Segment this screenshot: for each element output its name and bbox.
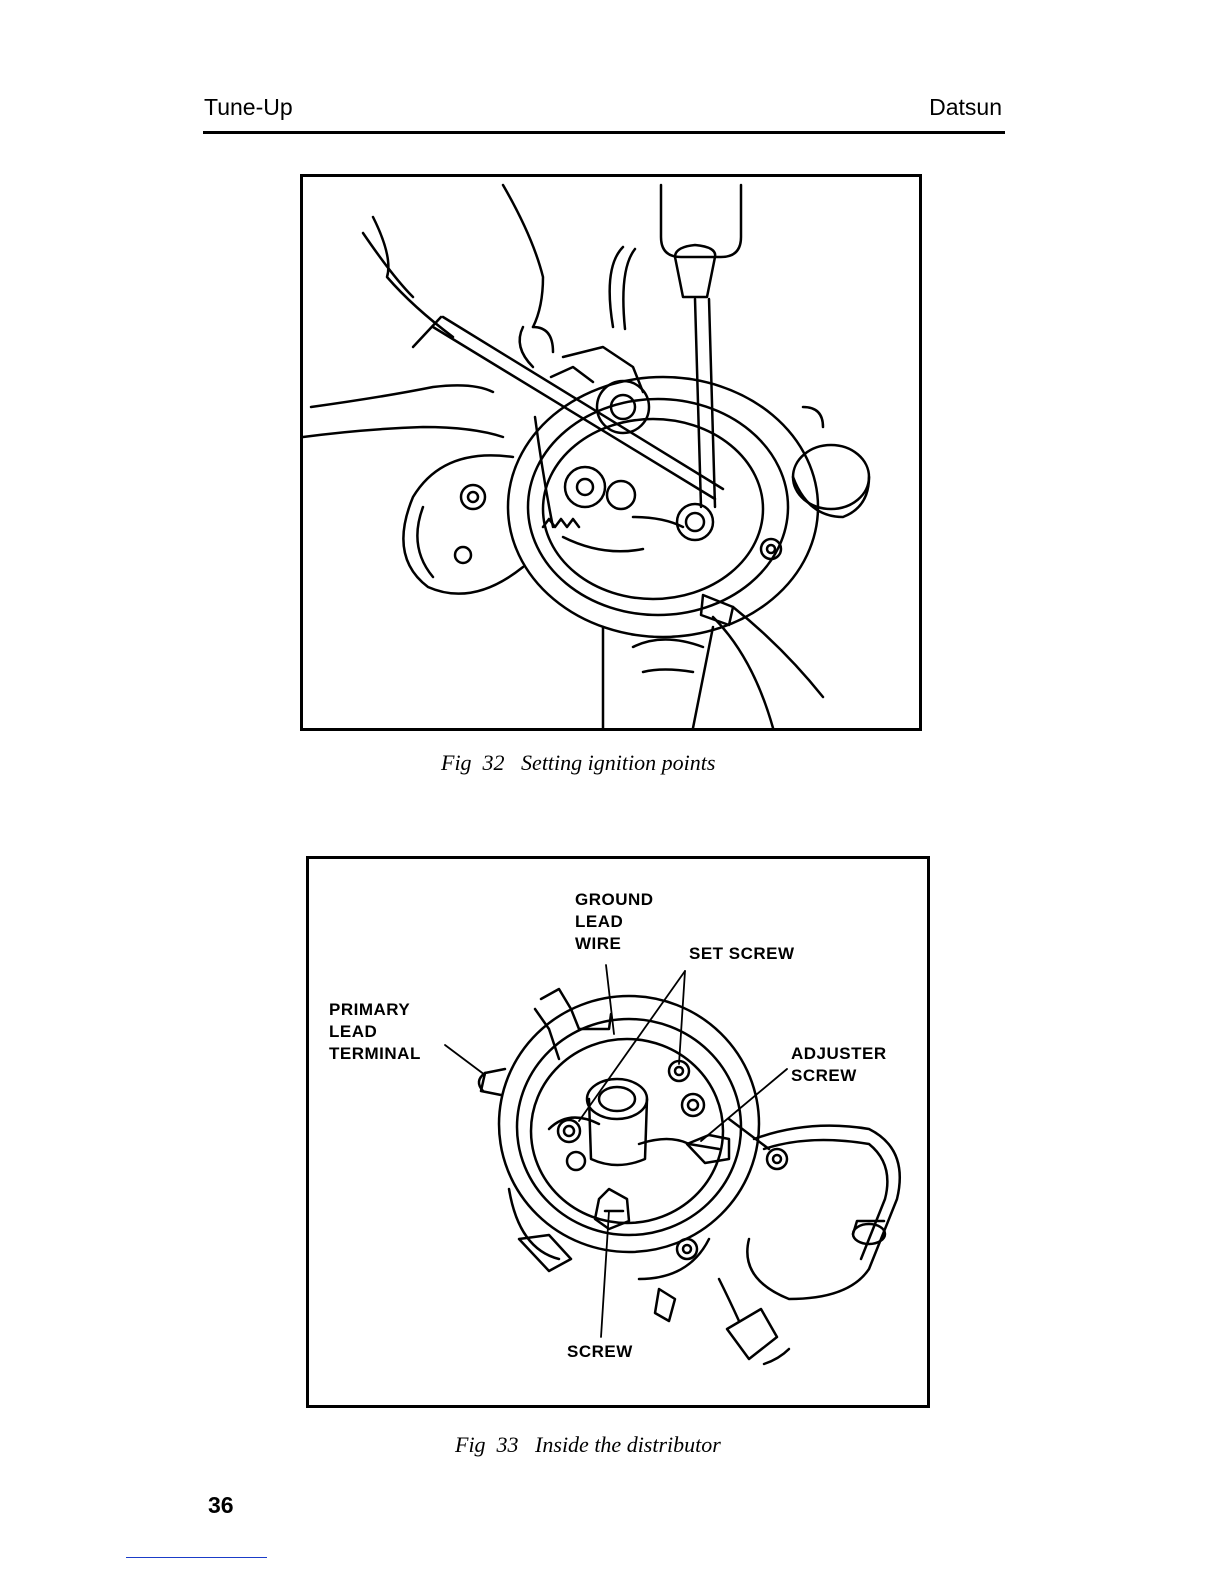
running-header-section: Tune-Up bbox=[204, 94, 293, 121]
running-header-title: Datsun bbox=[929, 94, 1002, 121]
label-ground-line: GROUND bbox=[575, 889, 654, 911]
header-rule bbox=[203, 131, 1005, 134]
label-set-screw: SET SCREW bbox=[689, 943, 795, 965]
label-screw: SCREW bbox=[567, 1341, 633, 1363]
label-primary-lead-terminal: PRIMARY LEAD TERMINAL bbox=[329, 999, 421, 1065]
label-terminal-line: TERMINAL bbox=[329, 1043, 421, 1065]
page-number: 36 bbox=[208, 1492, 234, 1519]
label-ground-lead-wire: GROUND LEAD WIRE bbox=[575, 889, 654, 955]
figure-33-caption: Fig 33 Inside the distributor bbox=[455, 1432, 721, 1458]
figure-33-inside-distributor: GROUND LEAD WIRE SET SCREW PRIMARY LEAD … bbox=[306, 856, 930, 1408]
figure-32-illustration bbox=[303, 177, 919, 728]
label-screw2-line: SCREW bbox=[791, 1065, 887, 1087]
label-adjuster-screw: ADJUSTER SCREW bbox=[791, 1043, 887, 1087]
label-lead2-line: LEAD bbox=[329, 1021, 421, 1043]
figure-32-setting-points bbox=[300, 174, 922, 731]
footnote-rule bbox=[126, 1557, 267, 1558]
label-wire-line: WIRE bbox=[575, 933, 654, 955]
label-primary-line: PRIMARY bbox=[329, 999, 421, 1021]
label-lead-line: LEAD bbox=[575, 911, 654, 933]
label-adjuster-line: ADJUSTER bbox=[791, 1043, 887, 1065]
figure-32-caption: Fig 32 Setting ignition points bbox=[441, 750, 715, 776]
